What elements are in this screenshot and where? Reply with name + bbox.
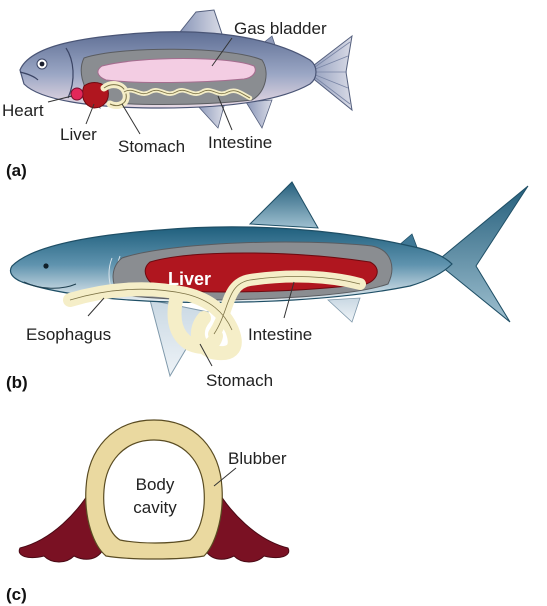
label-shark-intestine: Intestine: [248, 325, 312, 344]
label-heart: Heart: [2, 101, 44, 120]
label-liver: Liver: [60, 125, 97, 144]
gas-bladder: [98, 59, 255, 83]
fish-anal-fin: [246, 100, 272, 128]
panel-letter-b: (b): [6, 373, 28, 392]
panel-letter-c: (c): [6, 585, 27, 604]
shark-tail-fin: [436, 186, 528, 322]
shark-eye: [43, 263, 48, 268]
leader-stomach: [122, 104, 140, 134]
label-blubber: Blubber: [228, 449, 287, 468]
fish-dorsal-fin: [180, 10, 222, 34]
label-body-cavity-line1: Body: [136, 475, 175, 494]
shark-pelvic-fin: [328, 298, 360, 322]
label-shark-liver: Liver: [168, 269, 211, 289]
label-shark-stomach: Stomach: [206, 371, 273, 390]
panel-letter-a: (a): [6, 161, 27, 180]
label-stomach: Stomach: [118, 137, 185, 156]
heart: [71, 88, 83, 100]
label-body-cavity-line2: cavity: [133, 498, 177, 517]
label-esophagus: Esophagus: [26, 325, 111, 344]
shark-figure: [10, 182, 528, 376]
label-gas-bladder: Gas bladder: [234, 19, 327, 38]
label-intestine: Intestine: [208, 133, 272, 152]
shark-dorsal-fin: [250, 182, 318, 228]
